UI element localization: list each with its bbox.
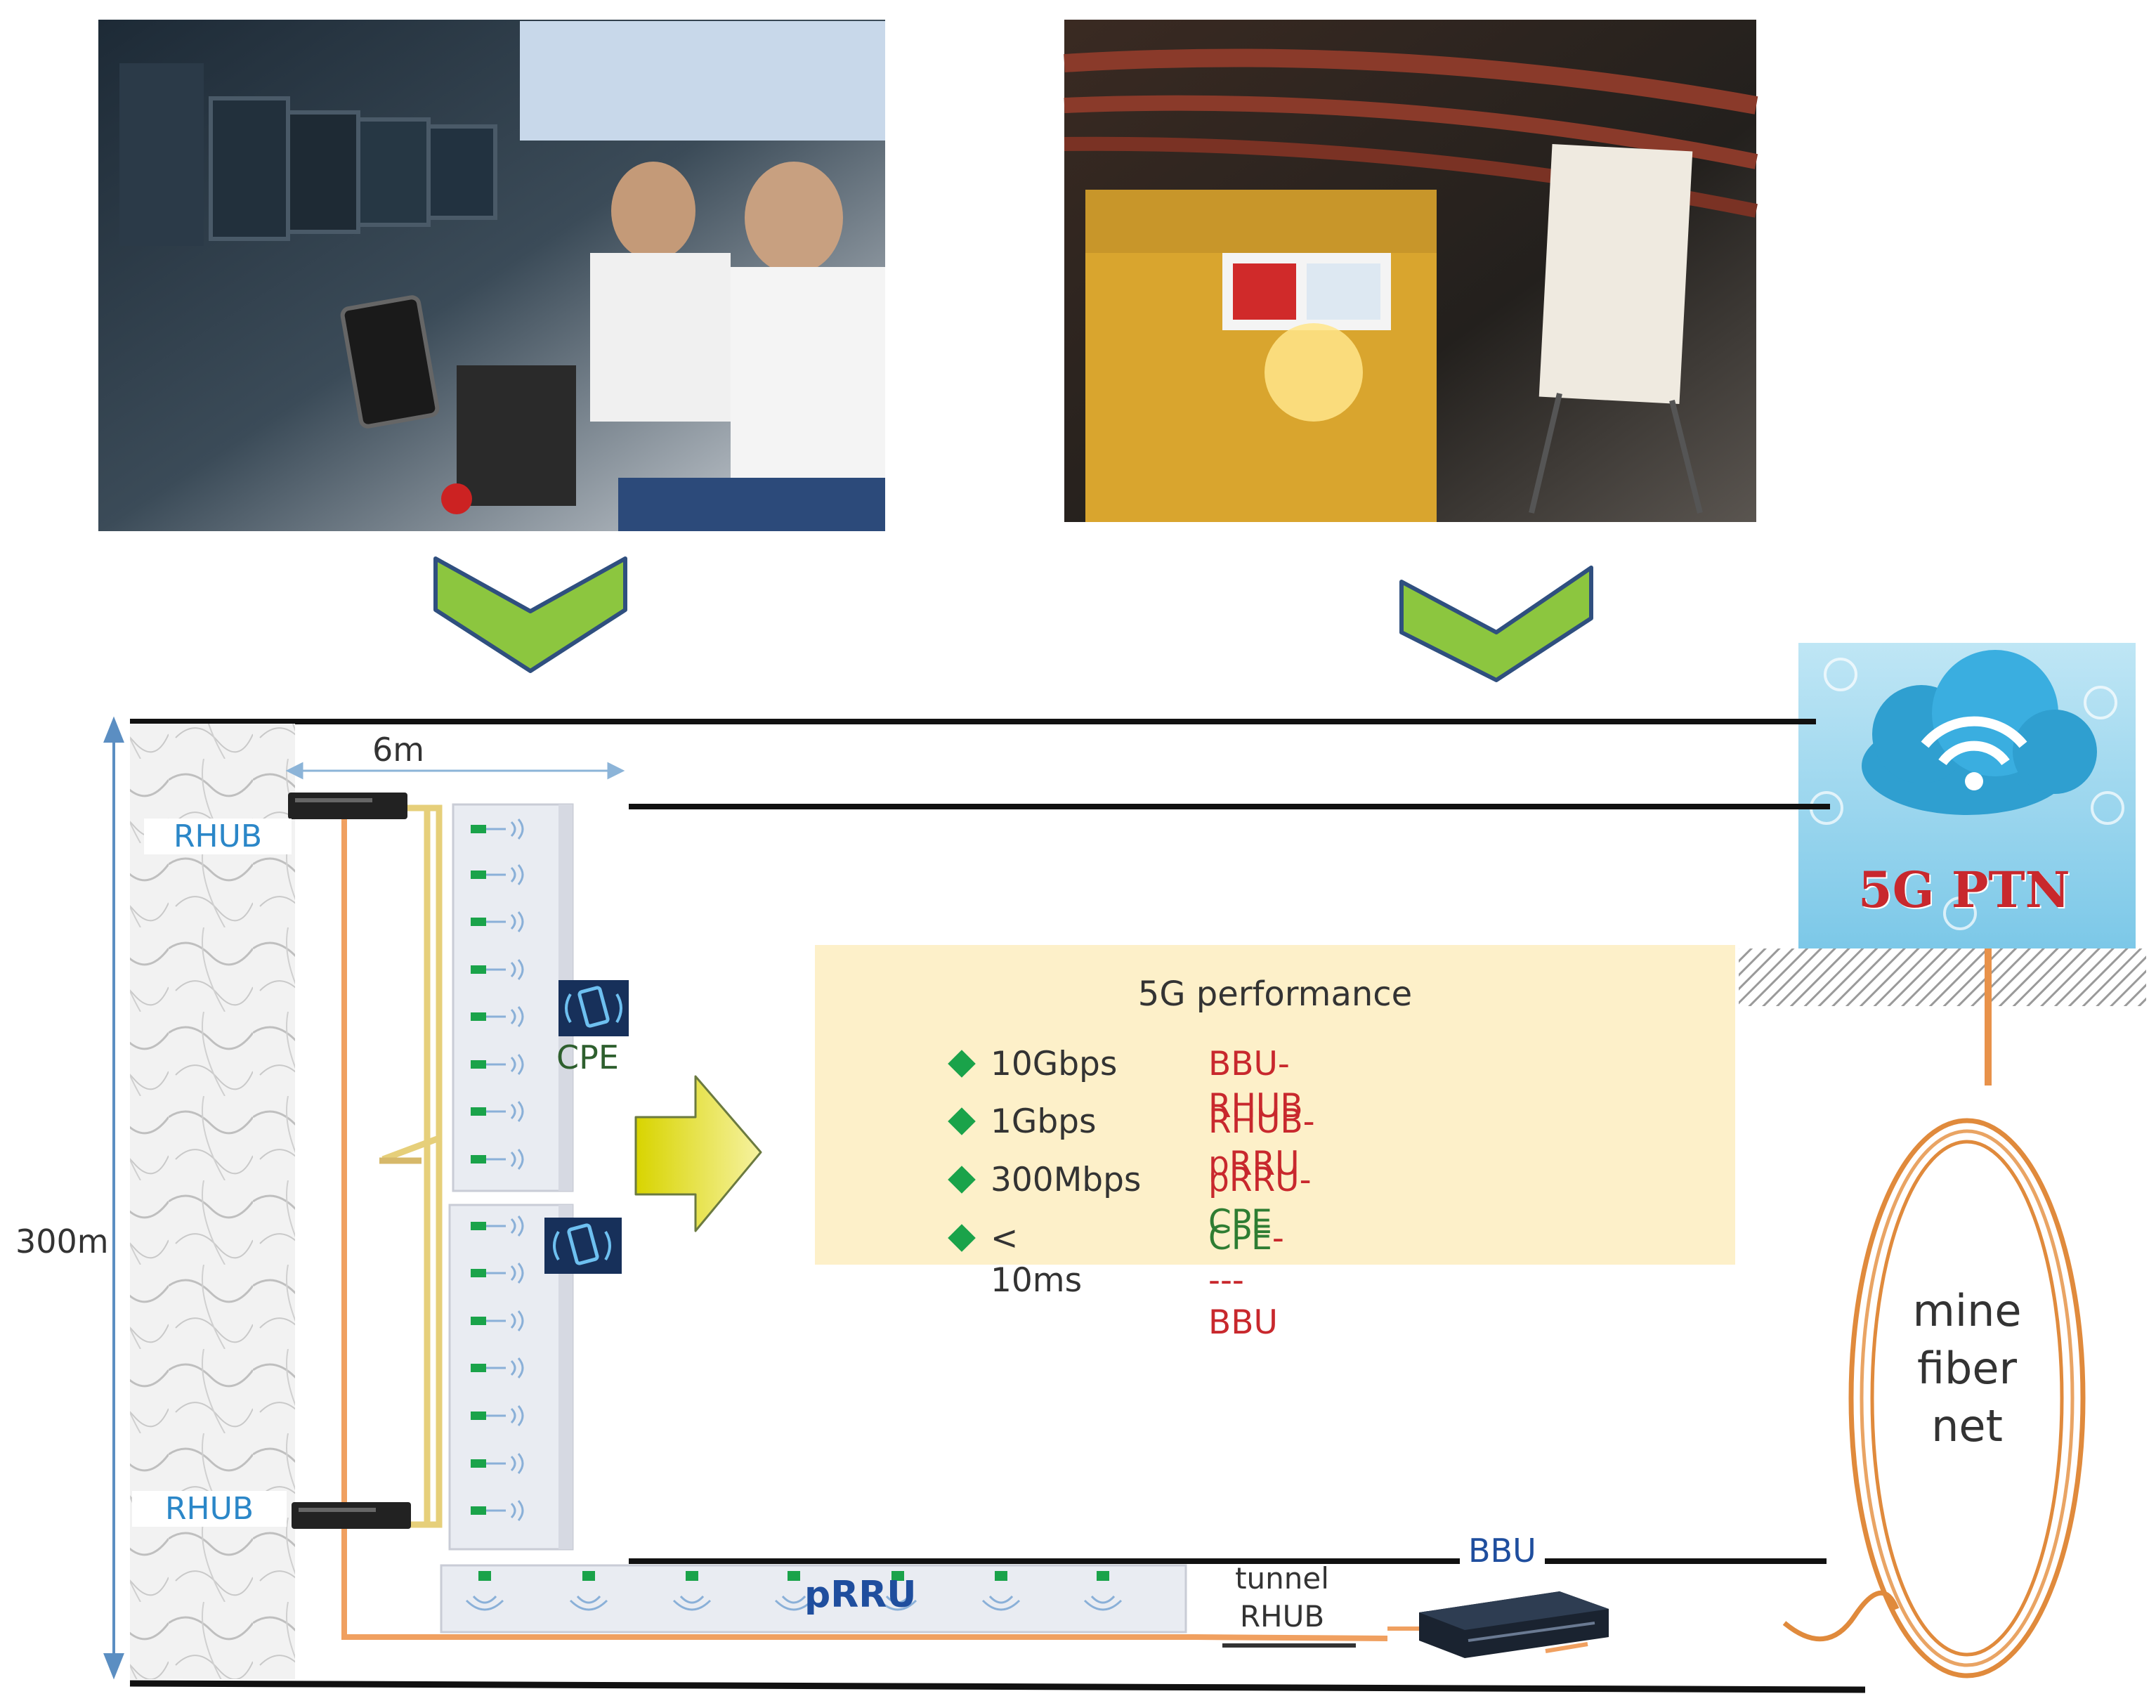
cpe-label: CPE xyxy=(556,1038,619,1076)
prru-antenna-icon xyxy=(1083,1571,1123,1611)
tunnel-rhub-label: tunnel RHUB xyxy=(1222,1560,1342,1636)
prru-antenna-icon xyxy=(471,1500,524,1521)
performance-link-part: RHUB xyxy=(1208,1087,1303,1126)
prru-antenna-icon xyxy=(981,1571,1021,1611)
performance-title: 5G performance xyxy=(1137,974,1413,1014)
bbu-label: BBU xyxy=(1460,1532,1545,1570)
performance-link-part: - xyxy=(1299,1161,1312,1199)
performance-link-part: ---- xyxy=(1208,1219,1284,1300)
prru-antenna-icon xyxy=(471,1006,524,1027)
prru-antenna-icon xyxy=(471,819,524,840)
performance-link-part: pRRU xyxy=(1208,1161,1300,1199)
performance-link-part: pRRU xyxy=(1208,1145,1300,1183)
performance-link-part: BBU xyxy=(1208,1045,1278,1083)
prru-antenna-icon xyxy=(471,1310,524,1331)
performance-link: pRRU-CPE xyxy=(1208,1159,1312,1244)
diamond-bullet-icon xyxy=(948,1224,976,1252)
prru-antenna-icon xyxy=(471,959,524,980)
chevron-down-icon xyxy=(1399,566,1593,682)
rhub-label-bottom: RHUB xyxy=(132,1491,287,1527)
prru-antenna-icon xyxy=(471,1357,524,1378)
performance-link-part: CPE xyxy=(1208,1203,1272,1241)
prru-label: pRRU xyxy=(804,1574,917,1616)
mine-fiber-net-coil xyxy=(1782,1118,2086,1678)
fiber-cable-main xyxy=(341,815,1388,1641)
chevron-down-icon xyxy=(433,556,627,673)
cpe-phone-icon xyxy=(558,980,629,1036)
control-room-photo-icon xyxy=(98,20,885,531)
performance-value: 1Gbps xyxy=(991,1102,1097,1141)
prru-antenna-icon xyxy=(774,1571,814,1611)
height-dimension-arrow xyxy=(103,716,124,1680)
prru-antenna-icon xyxy=(471,1101,524,1122)
performance-value: 10Gbps xyxy=(991,1045,1118,1083)
prru-strip-upper xyxy=(452,803,574,1192)
prru-antenna-icon xyxy=(465,1571,504,1611)
width-label: 6m xyxy=(372,731,425,769)
prru-antenna-icon xyxy=(471,1263,524,1284)
mine-fiber-net-line3: net xyxy=(1931,1400,2003,1452)
performance-value: < 10ms xyxy=(991,1219,1083,1300)
prru-strip-horizontal xyxy=(440,1564,1187,1634)
performance-link-part: - xyxy=(1302,1102,1315,1141)
mine-equipment-photo-icon xyxy=(1064,20,1758,522)
prru-antenna-icon xyxy=(471,1453,524,1474)
5g-ptn-node xyxy=(1798,643,2136,948)
prru-antenna-icon xyxy=(569,1571,608,1611)
cpe-phone-icon xyxy=(544,1218,622,1274)
height-label: 300m xyxy=(15,1223,109,1260)
prru-antenna-icon xyxy=(471,1054,524,1075)
rhub-label-top: RHUB xyxy=(144,819,292,854)
ptn-label: 5G PTN xyxy=(1858,861,2070,919)
performance-link: CPE----BBU xyxy=(1208,1218,1284,1344)
performance-link: RHUB-pRRU xyxy=(1208,1101,1315,1185)
performance-value: 300Mbps xyxy=(991,1161,1142,1199)
mine-fiber-net-line2: fiber xyxy=(1916,1343,2018,1394)
performance-link-part: BBU xyxy=(1208,1303,1278,1342)
performance-link: BBU- RHUB xyxy=(1208,1043,1303,1128)
ground-hatch xyxy=(1739,948,2146,1006)
performance-link-part: - xyxy=(1277,1045,1290,1083)
fiber-cable-vertical xyxy=(381,804,443,1528)
rhub-device-top xyxy=(288,793,407,819)
wifi-cloud-icon xyxy=(1862,650,2097,815)
prru-antenna-icon xyxy=(471,1405,524,1426)
rhub-device-bottom xyxy=(292,1502,411,1529)
rock-wall xyxy=(130,724,295,1679)
prru-antenna-icon xyxy=(471,1149,524,1170)
prru-antenna-icon xyxy=(471,911,524,932)
arrow-right-icon xyxy=(634,1075,762,1232)
mine-fiber-net-label: mine fiber net xyxy=(1869,1282,2065,1455)
tunnel-rhub-label-line1: tunnel xyxy=(1235,1561,1329,1596)
bbu-device xyxy=(1419,1591,1609,1658)
prru-antenna-icon xyxy=(878,1571,917,1611)
diamond-bullet-icon xyxy=(948,1107,976,1135)
performance-link-part: RHUB xyxy=(1208,1102,1303,1141)
performance-link-part: CPE xyxy=(1208,1219,1272,1258)
mine-fiber-net-line1: mine xyxy=(1912,1285,2022,1336)
tunnel-rhub-label-line2: RHUB xyxy=(1239,1599,1325,1634)
prru-antenna-icon xyxy=(471,864,524,885)
prru-antenna-icon xyxy=(672,1571,712,1611)
tunnel-line-bottom xyxy=(129,1680,1866,1693)
diamond-bullet-icon xyxy=(948,1166,976,1194)
diamond-bullet-icon xyxy=(948,1050,976,1078)
width-dimension-arrow xyxy=(285,762,625,780)
prru-antenna-icon xyxy=(471,1215,524,1237)
